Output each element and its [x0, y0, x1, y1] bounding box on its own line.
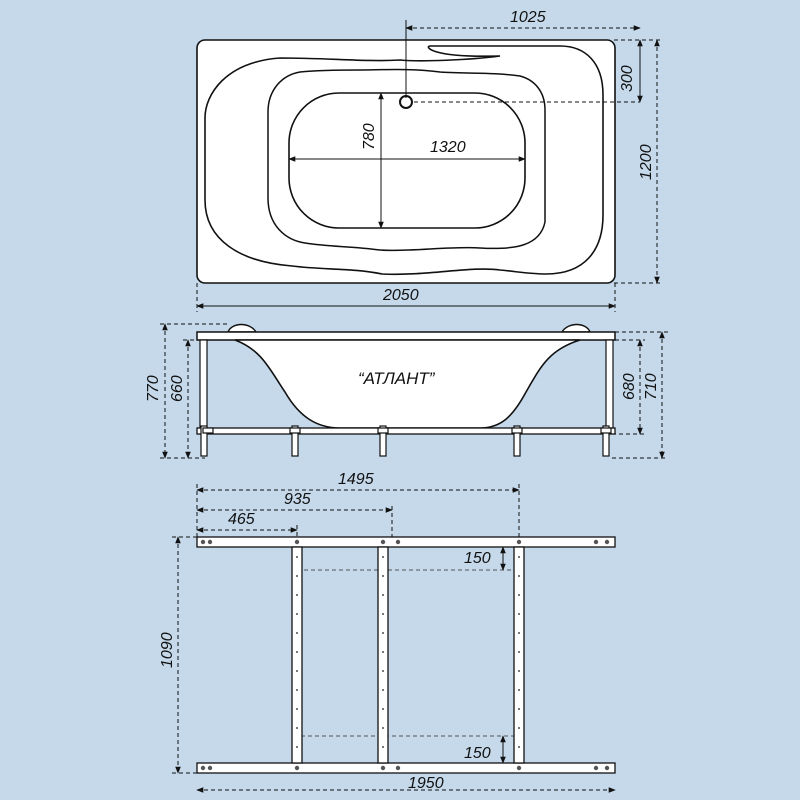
leg: [511, 427, 523, 434]
tub-rim: [196, 331, 616, 341]
leg: [289, 427, 301, 434]
dim-label-465: 465: [228, 511, 255, 528]
dim-label-300: 300: [619, 65, 636, 92]
side-panel-right: [605, 339, 614, 431]
frame-leg-1: [291, 546, 303, 764]
bolt-hole: [604, 539, 610, 545]
side-panel-left: [199, 339, 208, 431]
bolt-hole: [294, 765, 300, 771]
bolt-hole: [516, 539, 522, 545]
dim-label-1025: 1025: [510, 9, 546, 26]
leg: [379, 425, 387, 457]
dim-label-1090: 1090: [159, 632, 176, 668]
bolt-hole: [604, 765, 610, 771]
leg: [600, 427, 612, 434]
dim-label-1320: 1320: [430, 139, 466, 156]
leg: [200, 425, 208, 457]
model-name: “АТЛАНТ”: [358, 369, 436, 388]
bolt-hole: [593, 765, 599, 771]
dim-label-680: 680: [621, 373, 638, 400]
dim-label-150-top: 150: [464, 550, 491, 567]
dim-label-780: 780: [361, 123, 378, 150]
top-view: 1025 300 1200 780 1320 2050: [196, 9, 660, 312]
dim-label-1950: 1950: [408, 775, 444, 792]
support-legs: [200, 425, 612, 457]
frame-bar-bottom: [196, 762, 616, 774]
leg: [377, 427, 389, 434]
dim-label-935: 935: [284, 491, 311, 508]
dim-label-1200: 1200: [638, 144, 655, 180]
bolt-hole: [207, 765, 213, 771]
dim-label-710: 710: [643, 373, 660, 400]
bolt-hole: [593, 539, 599, 545]
dim-label-660: 660: [169, 375, 186, 402]
bolt-hole: [516, 765, 522, 771]
frame-leg-2: [377, 546, 389, 764]
headrest-left: [226, 323, 258, 333]
leg: [602, 425, 610, 457]
bolt-hole: [200, 765, 206, 771]
inner-bowl: [288, 92, 526, 229]
frame-leg-3: [513, 546, 525, 764]
dim-label-150-bottom: 150: [464, 745, 491, 762]
side-view: “АТЛАНТ” 770 660 680 710: [145, 323, 668, 459]
dim-label-1495: 1495: [338, 471, 374, 488]
bolt-hole: [395, 765, 401, 771]
leg: [291, 425, 299, 457]
headrest-right: [560, 323, 592, 333]
dim-label-770: 770: [145, 375, 162, 402]
leg: [513, 425, 521, 457]
bolt-holes: [200, 539, 610, 771]
bolt-hole: [395, 539, 401, 545]
frame-inner-dashed: [296, 569, 520, 737]
bolt-hole: [380, 539, 386, 545]
leg: [202, 427, 214, 434]
leg-holes: [296, 556, 520, 748]
frame-bar-top: [196, 536, 616, 548]
bolt-hole: [207, 539, 213, 545]
bolt-hole: [294, 539, 300, 545]
bolt-hole: [200, 539, 206, 545]
bolt-hole: [380, 765, 386, 771]
dim-label-2050: 2050: [382, 287, 419, 304]
frame-view: 1495 935 465 150 150 1090 1950: [159, 471, 616, 793]
frame-bar: [196, 427, 616, 435]
